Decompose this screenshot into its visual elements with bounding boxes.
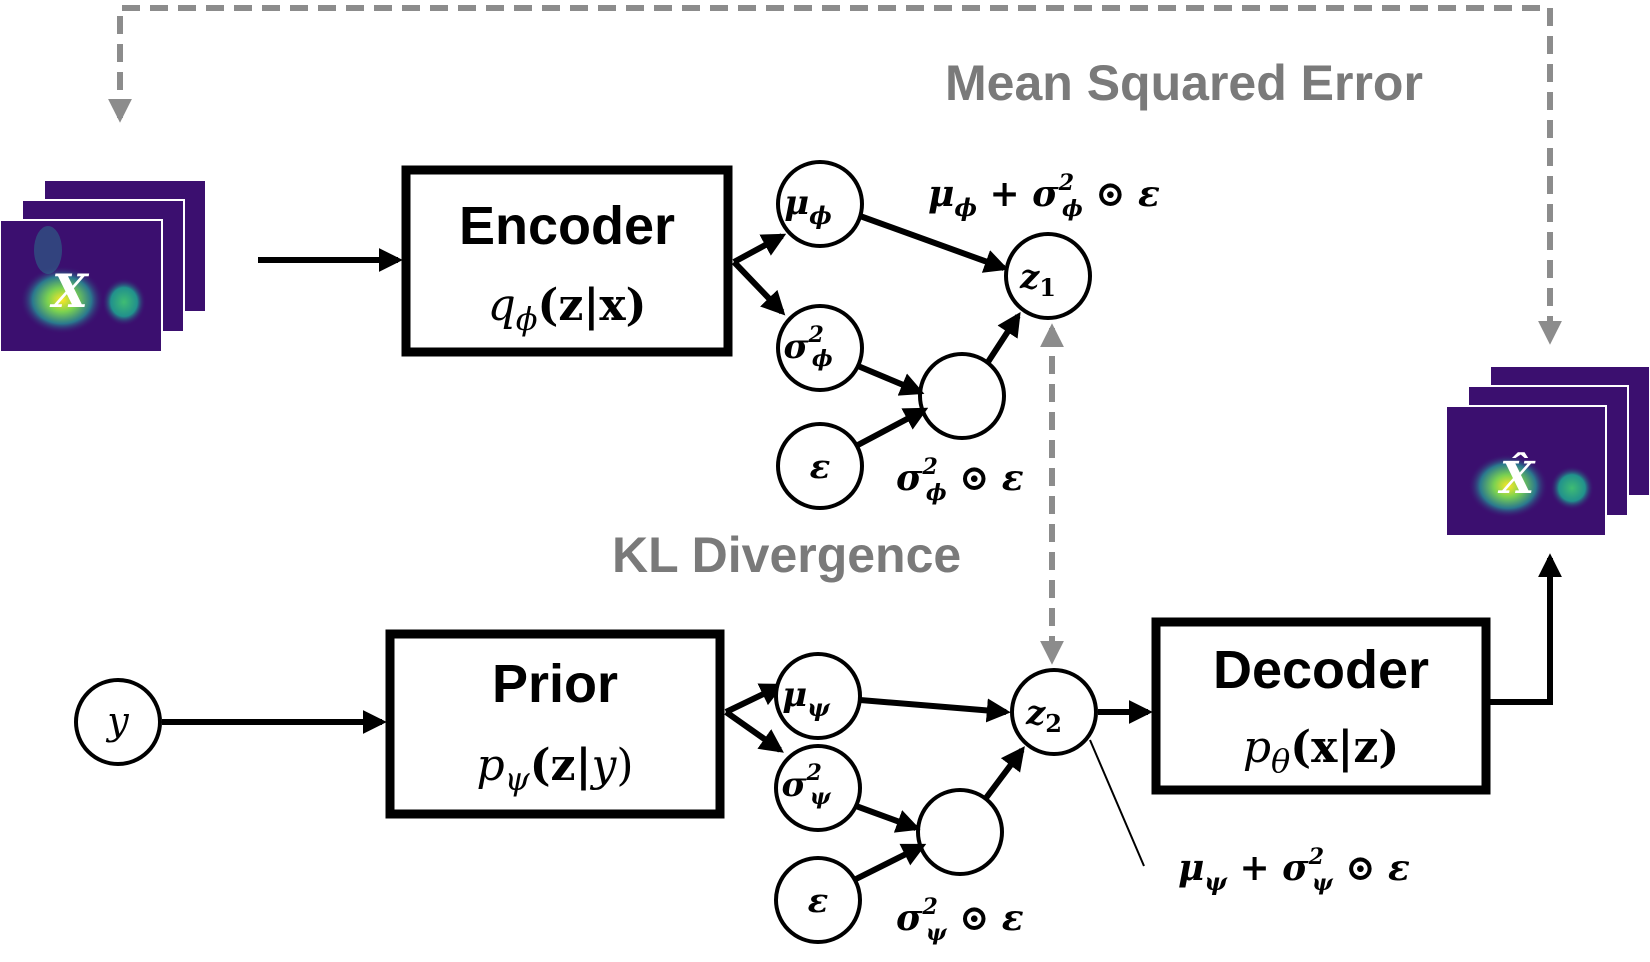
decoder-box: Decoder pθ(x|z) xyxy=(1151,617,1491,795)
prior-func: pψ(z|y) xyxy=(476,740,633,798)
arrow-decoder-output xyxy=(1490,553,1562,705)
arrow-prod-z1 xyxy=(985,311,1021,364)
arrow-sigma-prod xyxy=(856,363,925,396)
svg-text:μϕ: μϕ xyxy=(784,183,832,230)
encoder-func: qϕ(z|x) xyxy=(488,280,647,338)
arrow-mu-z1 xyxy=(858,213,1009,273)
output-x-hat-label: X̂ xyxy=(1497,451,1536,504)
node-prod-psi xyxy=(916,788,1004,876)
mse-loop xyxy=(108,5,1562,345)
node-prod-phi xyxy=(918,352,1006,440)
svg-text:ε: ε xyxy=(810,447,831,487)
arrow-prior-sigma xyxy=(724,709,784,753)
prior-title: Prior xyxy=(492,654,618,714)
arrow-mu-z2 xyxy=(859,697,1011,723)
arrow-eps-prod-psi xyxy=(852,843,927,883)
arrow-sigma-prod-psi xyxy=(854,803,921,833)
arrow-eps-prod xyxy=(854,407,929,449)
svg-text:z1: z1 xyxy=(1019,257,1056,302)
svg-text:σ2ϕ: σ2ϕ xyxy=(783,322,832,372)
decoder-title: Decoder xyxy=(1213,640,1429,700)
mse-label: Mean Squared Error xyxy=(945,55,1423,111)
input-image-stack: X xyxy=(0,179,207,353)
node-z2: z2 xyxy=(1010,668,1098,756)
encoder-title: Encoder xyxy=(459,196,675,256)
arrow-encoder-mu xyxy=(732,233,787,265)
z2-leader-line xyxy=(1089,739,1145,867)
node-mu-phi: μϕ xyxy=(776,160,864,248)
arrow-encoder-sigma xyxy=(731,259,786,316)
encoder-box: Encoder qϕ(z|x) xyxy=(401,165,733,357)
svg-text:ε: ε xyxy=(808,881,829,921)
svg-text:μψ: μψ xyxy=(782,675,831,722)
svg-text:y: y xyxy=(105,699,129,743)
svg-text:σ2ψ: σ2ψ xyxy=(781,760,831,810)
prior-box: Prior pψ(z|y) xyxy=(385,629,725,819)
node-eps-phi: ε xyxy=(776,422,864,510)
input-x-label: X xyxy=(49,264,90,318)
svg-text:z2: z2 xyxy=(1025,693,1062,738)
node-y: y xyxy=(74,678,162,766)
node-eps-psi: ε xyxy=(774,856,862,944)
decoder-func: pθ(x|z) xyxy=(1243,722,1399,780)
output-image-stack: X̂ xyxy=(1445,365,1650,537)
arrow-prior-mu xyxy=(724,683,785,715)
arrow-prod-z2 xyxy=(983,746,1025,800)
node-z1: z1 xyxy=(1004,232,1092,320)
kl-label: KL Divergence xyxy=(612,527,961,583)
node-mu-psi: μψ xyxy=(774,652,862,740)
